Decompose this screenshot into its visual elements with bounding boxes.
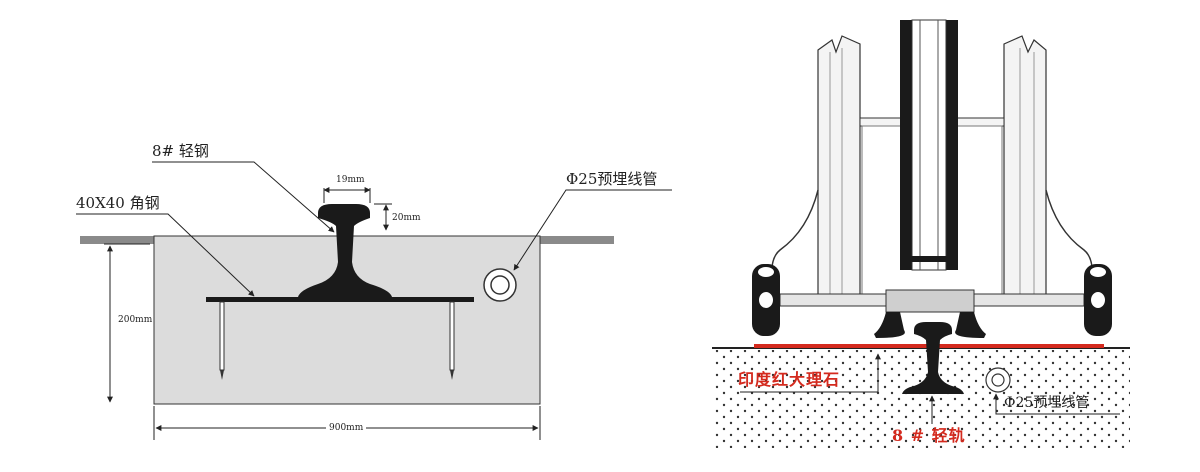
right-section-diagram [712,19,1130,448]
wheel-right [1084,264,1112,336]
frame-post-right [1003,35,1047,297]
label-conduit-left: Φ25预埋线管 [566,170,658,188]
base-block [885,289,975,313]
label-marble: 印度红大理石 [738,370,841,389]
conduit-pipe-left [483,268,517,302]
angle-steel-plate [206,297,474,302]
conduit-pipe-right [985,367,1011,393]
label-rail: 8 # 轻轨 [892,426,966,445]
label-dim-20: 20mm [392,213,421,223]
leader-conduit-left [513,189,672,271]
label-dim-200: 200mm [118,315,153,325]
label-light-steel: 8# 轻钢 [152,142,209,160]
anchor-pin-right [449,301,455,380]
vertical-rail-right [946,20,958,270]
label-dim-900: 900mm [326,424,367,433]
label-dim-19: 19mm [336,175,365,185]
label-angle-steel: 40X40 角钢 [76,194,160,212]
leader-light-steel [152,161,335,233]
floor-cap-left [80,236,154,244]
leader-angle-steel [76,213,255,297]
leader-marble [740,353,881,393]
left-section-diagram [76,161,672,440]
vertical-rail-left [900,20,912,270]
foot-pad-right [955,312,986,338]
label-conduit-right: Φ25预埋线管 [1004,395,1090,411]
ground-dotted [712,350,1130,448]
light-rail-profile [298,204,392,297]
frame-post-left [817,35,861,297]
bottom-rail-profile [902,322,964,394]
wheel-left [752,264,780,336]
foot-pad-left [874,312,905,338]
anchor-pin-left [219,301,225,380]
leader-conduit-right [993,393,1120,415]
floor-cap-right [540,236,614,244]
